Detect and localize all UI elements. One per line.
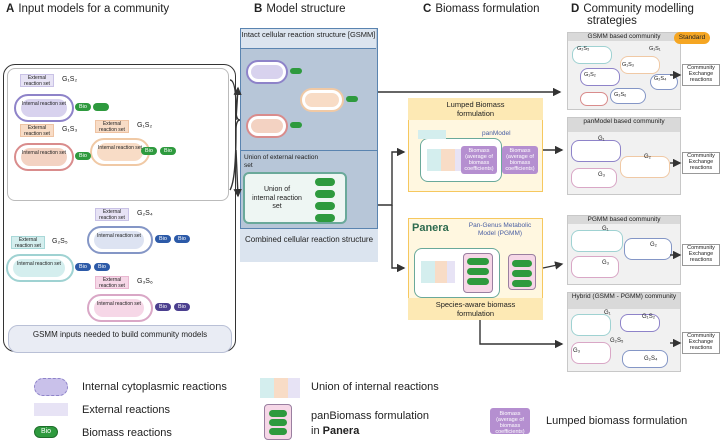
strategy-hybrid-title: Hybrid (GSMM - PGMM) community <box>568 293 680 309</box>
gsmm-mini-4 <box>650 74 678 90</box>
pgmm-label: G₃ <box>602 260 610 266</box>
gsmm-mini-2 <box>580 68 620 86</box>
hybrid-label: G₂S₄ <box>644 356 658 362</box>
arrow-b-to-c2 <box>391 205 406 273</box>
hybrid-label: G₃ <box>573 348 581 354</box>
biomass-box-2: Biomass (average of biomass coefficients… <box>502 146 538 174</box>
combined-structure-title: Combined cellular reaction structure <box>240 228 378 262</box>
panmodel-mini-3 <box>571 168 617 188</box>
gsmm-inputs-caption: GSMM inputs needed to build community mo… <box>32 330 208 339</box>
section-d-header-line2: strategies <box>587 15 637 27</box>
union-bio-4 <box>315 214 335 222</box>
gsmm-label: G₂S₄ <box>654 76 667 82</box>
exchange-box-3: Community Exchange reactions <box>682 244 720 266</box>
mini-cell-purple <box>246 60 288 84</box>
exchange-box-1: Community Exchange reactions <box>682 64 720 86</box>
legend-internal: Internal cytoplasmic reactions <box>82 381 227 393</box>
mini-cell-rose <box>246 114 288 138</box>
gsmm-label: G₁S₂ <box>584 72 596 78</box>
hybrid-label: G₂S₅ <box>610 338 624 344</box>
panmodel-mini-1 <box>571 140 621 162</box>
brace <box>229 79 241 191</box>
union-external-label: Union of external reaction set <box>244 154 319 169</box>
species-aware-title: Species-aware biomass formulation <box>408 298 543 320</box>
exchange-box-4: Community Exchange reactions <box>682 332 720 354</box>
standard-badge: Standard <box>674 32 710 44</box>
panbiomass-r-bio-2 <box>512 270 532 277</box>
biomass-box-1: Biomass (average of biomass coefficients… <box>461 146 497 174</box>
legend-panbiomass-line1: panBiomass formulation <box>311 410 430 422</box>
gsmm-label: G₁S₃ <box>622 62 635 68</box>
pgmm-mini-3 <box>571 256 619 278</box>
union-bio-2 <box>315 190 335 198</box>
panbiomass-bio-2 <box>467 268 489 275</box>
panbiomass-r-bio-3 <box>512 280 532 287</box>
arrow-a-to-b1 <box>233 86 242 121</box>
legend-external: External reactions <box>82 404 171 416</box>
gsmm-label: G₃S₆ <box>614 92 627 98</box>
bio-pill-secondary <box>93 103 109 111</box>
panbiomass-bio-3 <box>467 278 489 285</box>
legend-bio-icon: Bio <box>34 426 58 438</box>
exchange-box-2: Community Exchange reactions <box>682 152 720 174</box>
mini-bio <box>346 96 358 102</box>
panmodel-ext <box>418 130 446 139</box>
legend-external-icon <box>34 403 68 416</box>
gsmm-label: G₂S₅ <box>577 46 590 52</box>
hybrid-label: G₁S₂ <box>642 314 656 320</box>
legend-lumped-icon: Biomass (average of biomass coefficients… <box>490 408 530 435</box>
hybrid-mini-2 <box>620 314 660 332</box>
pgmm-label: G₁ <box>602 226 609 232</box>
legend-union: Union of internal reactions <box>311 381 439 393</box>
arrow-c-to-d4 <box>479 320 564 349</box>
hybrid-mini-3 <box>571 342 611 364</box>
union-internal-label: Union of internal reaction set <box>252 186 302 210</box>
arrow-a-to-b2 <box>233 149 242 198</box>
strategy-panmodel-title: panModel based community <box>568 118 680 132</box>
union-bio-3 <box>315 202 335 210</box>
legend-internal-icon <box>34 378 68 396</box>
pgmm-label: Pan-Genus Metabolic Model (PGMM) <box>468 222 532 237</box>
hybrid-mini-1 <box>571 314 611 336</box>
hybrid-mini-4 <box>622 350 668 368</box>
gsmm-label: G₁S₁ <box>649 46 661 52</box>
union-bio-1 <box>315 178 335 186</box>
legend-panbiomass-icon <box>264 404 292 440</box>
arrow-c-to-d3 <box>542 261 564 270</box>
gsmm-mini-1 <box>572 46 612 64</box>
mini-bio <box>290 68 302 74</box>
panbiomass-bio-1 <box>467 258 489 265</box>
lumped-biomass-title: Lumped Biomass formulation <box>408 98 543 120</box>
gsmm-inputs-caption-box: GSMM inputs needed to build community mo… <box>8 325 232 353</box>
mini-cell-peach <box>300 88 344 112</box>
pgmm-mini-2 <box>624 238 672 260</box>
legend-lumped: Lumped biomass formulation <box>546 415 688 427</box>
panbiomass-r-bio-1 <box>512 260 532 267</box>
legend-biomass: Biomass reactions <box>82 427 172 439</box>
legend-panbiomass-line2: in Panera <box>311 425 360 437</box>
panmodel-label: G₃ <box>598 172 606 178</box>
arrow-b-to-c1 <box>378 147 406 206</box>
legend-union-icon <box>260 378 300 398</box>
strategy-gsmm-title: GSMM based community <box>568 33 680 41</box>
panmodel-mini-2 <box>620 156 670 178</box>
panmodel-label: panModel <box>482 130 511 137</box>
gsmm-mini-5 <box>610 88 646 104</box>
gsmm-mini-6 <box>580 92 608 106</box>
pgmm-mini-1 <box>571 230 623 252</box>
gsmm-mini-3 <box>620 56 660 74</box>
panmodel-label: G₂ <box>644 154 651 160</box>
pgmm-label: G₂ <box>650 242 657 248</box>
intact-structure-title: Intact cellular reaction structure [GSMM… <box>241 29 376 49</box>
strategy-pgmm-title: PGMM based community <box>568 216 680 224</box>
panera-title: Panera <box>412 222 449 234</box>
hybrid-label: G₁ <box>604 310 611 316</box>
panmodel-label: G₁ <box>598 136 605 142</box>
mini-bio <box>290 122 302 128</box>
